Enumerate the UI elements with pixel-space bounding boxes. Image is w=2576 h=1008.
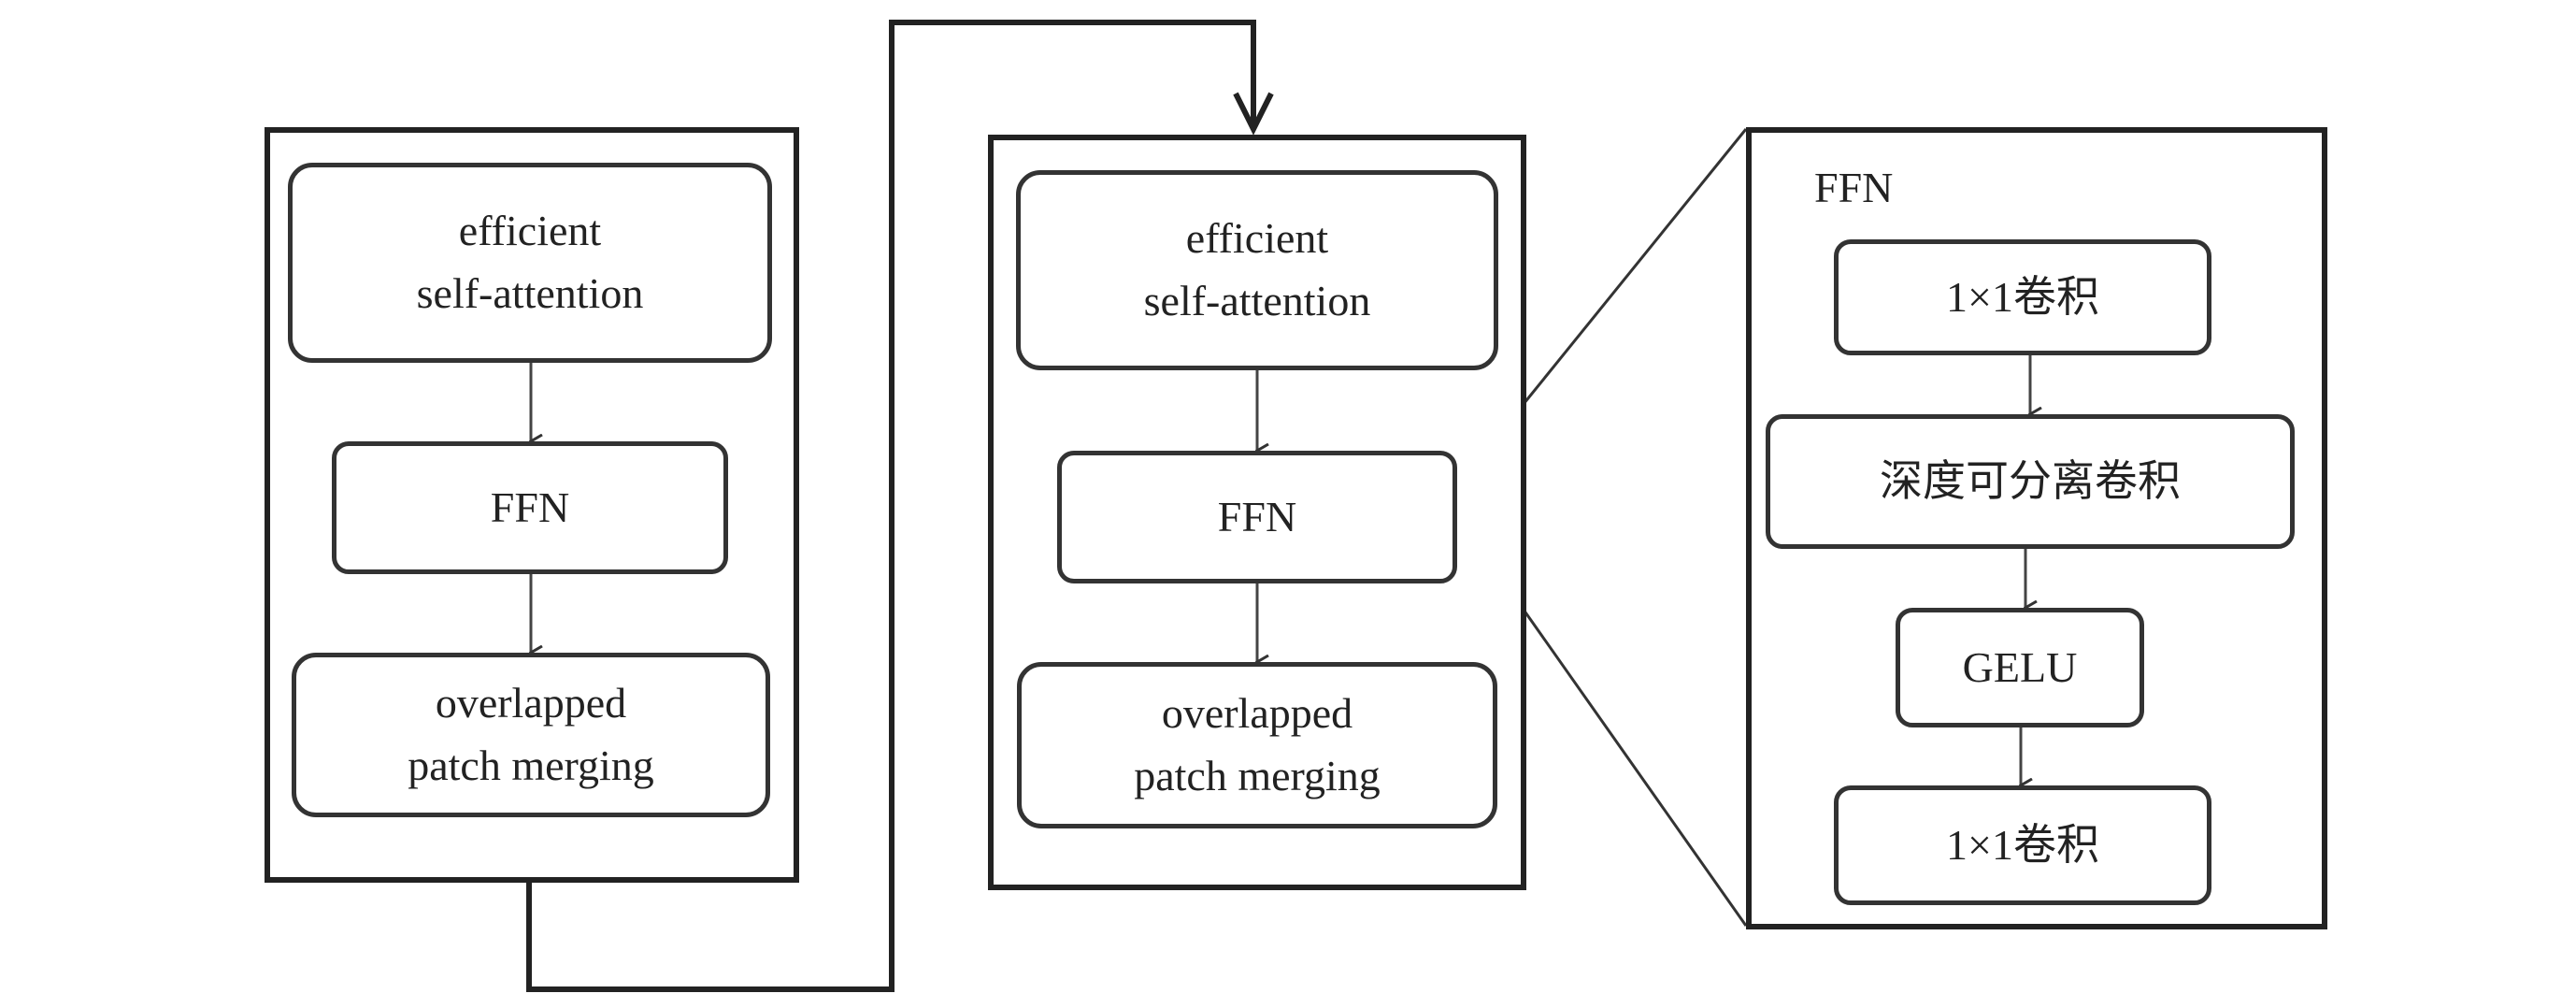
ffn-detail-title: FFN [1814,164,1894,211]
ffn-step1-label: 1×1卷积 [1946,272,2099,321]
middle-attention-label: efficient self-attention [1143,214,1371,324]
left-ffn-node: FFN [332,441,728,574]
connector-left-to-middle [526,20,1256,992]
ffn-detail-panel [1746,127,2327,929]
ffn-step2-node: 深度可分离卷积 [1766,414,2295,549]
left-attention-label: efficient self-attention [416,207,644,317]
left-merging-label: overlapped patch merging [408,679,654,789]
left-attention-node: efficient self-attention [288,163,772,363]
ffn-step3-label: GELU [1962,642,2078,691]
left-stage-block [265,127,799,883]
ffn-step1-node: 1×1卷积 [1834,239,2211,355]
middle-ffn-node: FFN [1057,451,1457,583]
left-ffn-label: FFN [490,482,570,531]
ffn-step2-label: 深度可分离卷积 [1880,456,2181,505]
middle-attention-node: efficient self-attention [1016,170,1498,370]
left-merging-node: overlapped patch merging [292,653,770,817]
connector-arrowhead [1233,92,1274,136]
middle-ffn-label: FFN [1217,492,1297,540]
ffn-step4-label: 1×1卷积 [1946,820,2099,869]
zoom-line-top [1522,128,1748,405]
zoom-line-bottom [1522,609,1748,927]
middle-stage-block [988,135,1526,890]
middle-merging-label: overlapped patch merging [1134,689,1381,799]
middle-merging-node: overlapped patch merging [1017,662,1497,828]
ffn-step3-node: GELU [1896,608,2144,727]
ffn-step4-node: 1×1卷积 [1834,785,2211,905]
